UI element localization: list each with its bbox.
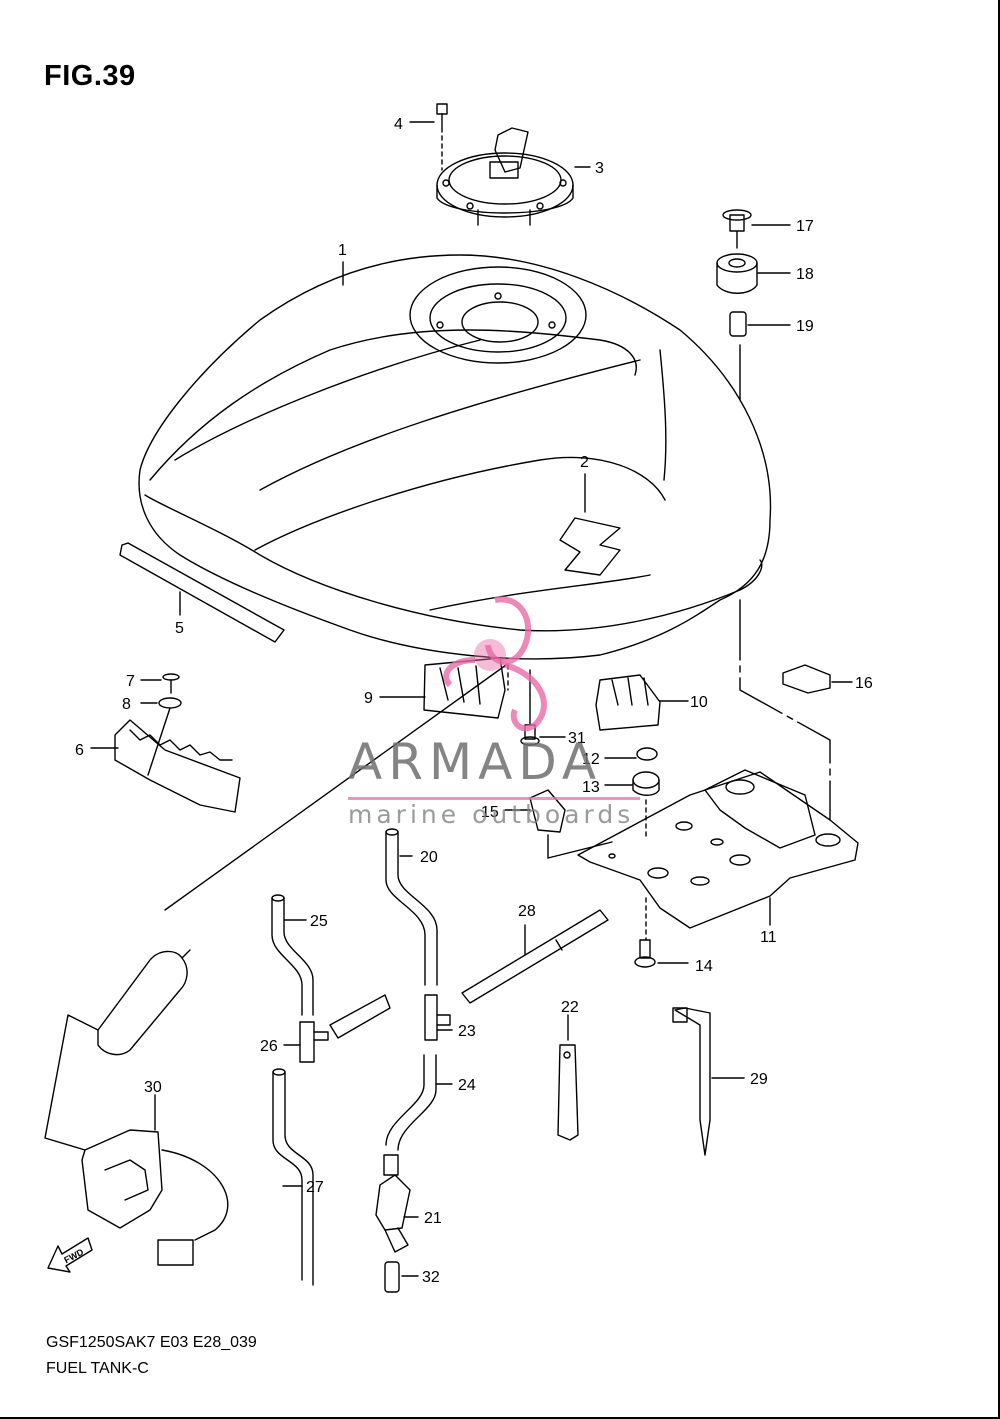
mount-bolt-cushion-drawing xyxy=(716,209,791,337)
callout-27: 27 xyxy=(306,1179,324,1196)
seal-strip-drawing xyxy=(119,542,285,643)
hoses-drawing xyxy=(271,828,609,1293)
callout-15: 15 xyxy=(481,804,499,821)
callout-32: 32 xyxy=(422,1269,440,1286)
callout-17: 17 xyxy=(796,218,814,235)
callout-26: 26 xyxy=(260,1038,278,1055)
callout-9: 9 xyxy=(364,690,373,707)
callout-8: 8 xyxy=(122,696,131,713)
callout-31: 31 xyxy=(568,730,586,747)
watermark: ARMADA marine outboards xyxy=(330,590,650,840)
callout-1: 1 xyxy=(338,242,347,259)
callout-6: 6 xyxy=(75,742,84,759)
figure-title: FIG.39 xyxy=(44,60,136,92)
fwd-arrow-icon: FWD xyxy=(47,1237,93,1273)
callout-14: 14 xyxy=(695,958,713,975)
callout-4: 4 xyxy=(394,116,403,133)
bolt-collar-drawing xyxy=(504,669,660,859)
callout-23: 23 xyxy=(458,1023,476,1040)
callout-28: 28 xyxy=(518,903,536,920)
callout-10: 10 xyxy=(690,694,708,711)
callout-19: 19 xyxy=(796,318,814,335)
clamp-drawing xyxy=(557,1007,745,1156)
watermark-logo-icon xyxy=(443,596,547,732)
callout-labels: 1 2 3 4 5 6 7 8 9 10 11 12 13 14 15 16 1… xyxy=(75,116,873,1286)
callout-7: 7 xyxy=(126,673,135,690)
callout-20: 20 xyxy=(420,849,438,866)
callout-3: 3 xyxy=(595,160,604,177)
fuel-level-gauge-drawing xyxy=(44,664,507,1266)
fuel-cap-drawing xyxy=(409,103,591,226)
callout-24: 24 xyxy=(458,1077,476,1094)
watermark-rule xyxy=(348,797,640,800)
callout-30: 30 xyxy=(144,1079,162,1096)
tank-bracket-plate-drawing xyxy=(577,599,859,968)
callout-18: 18 xyxy=(796,266,814,283)
callout-2: 2 xyxy=(580,454,589,471)
cushion-bracket-drawing xyxy=(90,673,241,813)
callout-11: 11 xyxy=(760,929,777,946)
callout-16: 16 xyxy=(855,675,873,692)
callout-12: 12 xyxy=(582,751,600,768)
callout-22: 22 xyxy=(561,999,579,1016)
section-name: FUEL TANK-C xyxy=(46,1360,149,1377)
callout-21: 21 xyxy=(424,1210,442,1227)
watermark-brand: ARMADA xyxy=(348,733,603,791)
fuel-tank-drawing xyxy=(138,254,772,660)
model-code: GSF1250SAK7 E03 E28_039 xyxy=(46,1334,257,1351)
callout-5: 5 xyxy=(175,620,184,637)
callout-13: 13 xyxy=(582,779,600,796)
callout-29: 29 xyxy=(750,1071,768,1088)
callout-25: 25 xyxy=(310,913,328,930)
watermark-subtitle: marine outboards xyxy=(348,800,635,829)
